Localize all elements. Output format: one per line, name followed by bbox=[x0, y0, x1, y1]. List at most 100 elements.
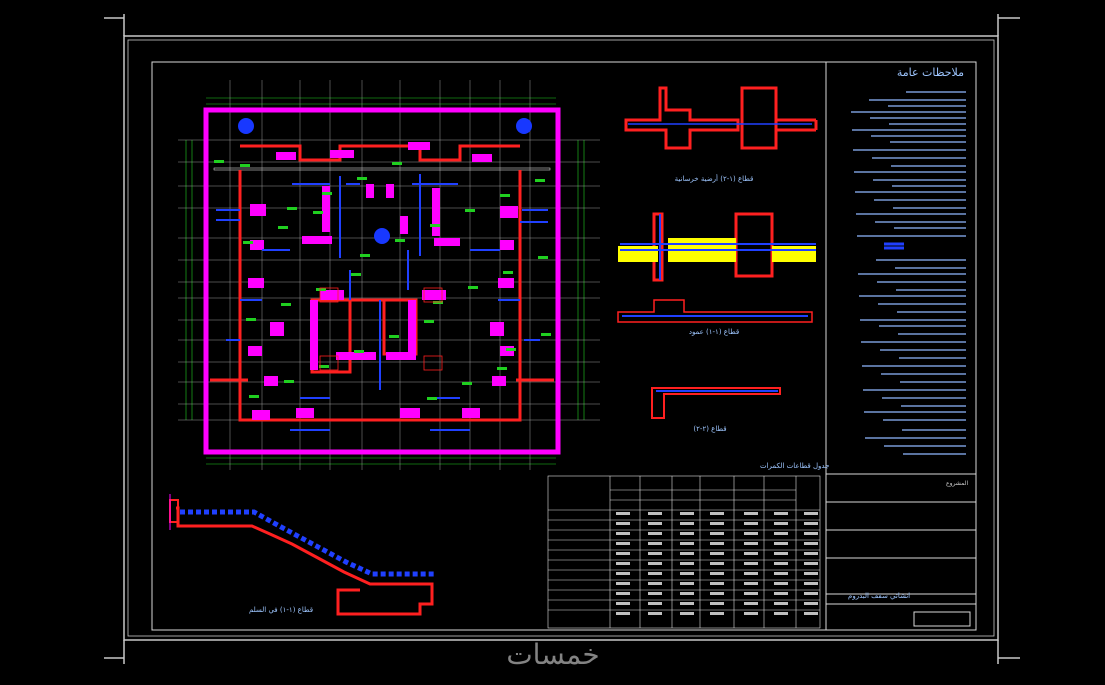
plan-column bbox=[330, 150, 354, 158]
plan-column bbox=[434, 238, 460, 246]
plan-dim-label bbox=[427, 397, 437, 400]
title-block-drawing-title: انشائي سقف البدروم bbox=[848, 592, 911, 600]
plan-dim-label bbox=[500, 194, 510, 197]
schedule-cell bbox=[804, 532, 818, 535]
schedule-cell bbox=[648, 582, 662, 585]
schedule-cell bbox=[744, 592, 758, 595]
schedule-cell bbox=[616, 572, 630, 575]
schedule-cell bbox=[774, 542, 788, 545]
general-notes-title: ملاحظات عامة bbox=[896, 66, 964, 79]
schedule-cell bbox=[774, 552, 788, 555]
section-1-1-beam-below bbox=[617, 299, 813, 323]
schedule-cell bbox=[680, 562, 694, 565]
plan-dim-label bbox=[538, 256, 548, 259]
plan-dim-label bbox=[541, 333, 551, 336]
schedule-cell bbox=[744, 542, 758, 545]
plan-column bbox=[400, 408, 420, 418]
schedule-cell bbox=[648, 592, 662, 595]
plan-dim-label bbox=[424, 320, 434, 323]
plan-dim-label bbox=[430, 224, 440, 227]
plan-dim-label bbox=[281, 303, 291, 306]
schedule-cell bbox=[744, 582, 758, 585]
beam-schedule-title: جدول قطاعات الكمرات bbox=[760, 462, 830, 470]
plan-column bbox=[490, 322, 504, 336]
schedule-cell bbox=[680, 532, 694, 535]
plan-dim-label bbox=[214, 160, 224, 163]
schedule-cell bbox=[680, 542, 694, 545]
schedule-cell bbox=[710, 522, 724, 525]
plan-dim-label bbox=[395, 239, 405, 242]
schedule-cell bbox=[648, 572, 662, 575]
schedule-cell bbox=[710, 592, 724, 595]
schedule-cell bbox=[680, 592, 694, 595]
plan-column bbox=[322, 186, 330, 232]
schedule-cell bbox=[804, 602, 818, 605]
schedule-cell bbox=[804, 522, 818, 525]
schedule-cell bbox=[744, 552, 758, 555]
beam-schedule-table bbox=[547, 475, 821, 629]
plan-dim-label bbox=[506, 348, 516, 351]
schedule-cell bbox=[804, 562, 818, 565]
schedule-cell bbox=[710, 582, 724, 585]
schedule-cell bbox=[616, 612, 630, 615]
plan-column bbox=[264, 376, 278, 386]
schedule-cell bbox=[744, 612, 758, 615]
plan-column bbox=[276, 152, 296, 160]
plan-column bbox=[498, 278, 514, 288]
watermark-logo: خمسات bbox=[506, 638, 600, 671]
plan-dim-label bbox=[319, 365, 329, 368]
plan-column bbox=[492, 376, 506, 386]
plan-dim-label bbox=[433, 301, 443, 304]
schedule-cell bbox=[710, 602, 724, 605]
schedule-cell bbox=[616, 582, 630, 585]
schedule-cell bbox=[616, 552, 630, 555]
plan-dim-label bbox=[360, 254, 370, 257]
schedule-cell bbox=[744, 572, 758, 575]
plan-column bbox=[422, 290, 446, 300]
schedule-cell bbox=[648, 552, 662, 555]
section-2-2 bbox=[651, 387, 781, 419]
schedule-cell bbox=[616, 602, 630, 605]
plan-dim-label bbox=[392, 162, 402, 165]
plan-column bbox=[386, 184, 394, 198]
plan-column bbox=[386, 352, 416, 360]
schedule-cell bbox=[774, 582, 788, 585]
schedule-cell bbox=[648, 562, 662, 565]
schedule-cell bbox=[710, 572, 724, 575]
section-2-1-caption: قطاع (١-٢) أرضية خرسانية bbox=[674, 175, 754, 183]
plan-column bbox=[320, 290, 344, 300]
schedule-cell bbox=[774, 602, 788, 605]
schedule-cell bbox=[804, 612, 818, 615]
section-2-1 bbox=[624, 86, 818, 150]
schedule-cell bbox=[648, 522, 662, 525]
plan-column bbox=[336, 352, 376, 360]
schedule-cell bbox=[744, 512, 758, 515]
plan-column bbox=[408, 300, 416, 356]
schedule-cell bbox=[680, 582, 694, 585]
plan-dim-label bbox=[465, 209, 475, 212]
plan-column bbox=[366, 184, 374, 198]
plan-column bbox=[302, 236, 332, 244]
schedule-cell bbox=[616, 522, 630, 525]
plan-dim-label bbox=[246, 318, 256, 321]
schedule-cell bbox=[710, 562, 724, 565]
plan-dim-label bbox=[357, 177, 367, 180]
plan-dim-label bbox=[278, 226, 288, 229]
plan-dim-label bbox=[535, 179, 545, 182]
schedule-cell bbox=[744, 602, 758, 605]
schedule-cell bbox=[680, 552, 694, 555]
plan-dim-label bbox=[468, 286, 478, 289]
plan-columns bbox=[248, 142, 518, 420]
plan-circles bbox=[238, 118, 532, 244]
schedule-cell bbox=[774, 592, 788, 595]
inner-border bbox=[151, 61, 977, 631]
plan-column bbox=[472, 154, 492, 162]
section-1-1-rebar bbox=[620, 214, 816, 280]
plan-column bbox=[270, 322, 284, 336]
plan-dim-label bbox=[322, 192, 332, 195]
schedule-rows bbox=[548, 509, 820, 615]
schedule-cell bbox=[648, 612, 662, 615]
schedule-cell bbox=[804, 552, 818, 555]
schedule-cell bbox=[680, 572, 694, 575]
